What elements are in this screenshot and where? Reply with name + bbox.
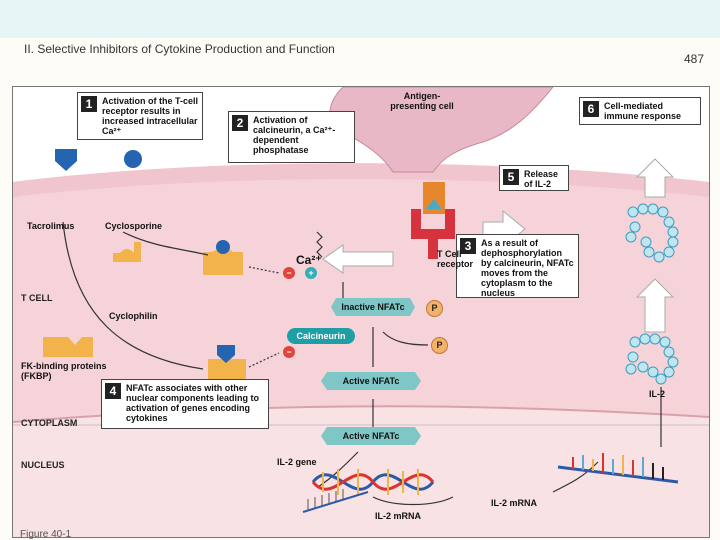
cyclophilin-protein [113,242,141,262]
dna-base-pairs [322,469,419,495]
antigen-peptide [426,199,442,209]
cyclosporine-label: Cyclosporine [105,221,163,231]
nucleus-label: NUCLEUS [21,460,65,470]
il2-label: IL-2 [649,389,666,399]
il2-mrna-label-1: IL-2 mRNA [375,511,422,521]
mrna-strand [302,489,369,513]
callout-number: 1 [81,96,97,112]
dna-helix [311,473,435,491]
callout-number: 4 [105,383,121,399]
block-arrow-ca [322,244,394,274]
phosphate-1: P [426,300,443,317]
active-nfatc-nucleus: Active NFATc [321,427,421,445]
svg-text:−: − [286,347,291,357]
callout-text: NFATc associates with other nuclear comp… [126,383,260,423]
phosphate-2: P [431,337,448,354]
inhibit-circle-2 [283,346,295,358]
svg-text:−: − [286,268,291,278]
calcium-signal-squiggle [316,231,323,258]
arrow-cyclosporine-cyclophilin [122,231,209,256]
cyclosporine-bound [216,240,230,254]
callout-number: 3 [460,238,476,254]
svg-text:+: + [308,268,313,278]
ribosome-mrna [557,453,679,484]
apc-label: Antigen-presenting cell [390,91,454,111]
callout-6: 6 Cell-mediated immune response [579,97,701,125]
il2-chain-translated [625,333,679,385]
page-number: 487 [683,52,704,66]
callout-5: 5 Release of IL-2 [499,165,569,191]
textbook-page: II. Selective Inhibitors of Cytokine Pro… [0,38,720,540]
tacrolimus-molecule [55,149,77,171]
page-header: II. Selective Inhibitors of Cytokine Pro… [24,42,335,56]
callout-3: 3 As a result of dephosphorylation by ca… [456,234,579,298]
callout-number: 5 [503,169,519,185]
cytoplasm-label: CYTOPLASM [21,418,78,428]
callout-1: 1 Activation of the T-cell receptor resu… [77,92,203,140]
arrow-p-release-1 [382,331,429,346]
fkbp-label: FK-binding proteins (FKBP) [21,361,107,381]
cyclophilin-bound [203,248,243,275]
callout-4: 4 NFATc associates with other nuclear co… [101,379,269,429]
fkbp-bound [208,359,246,381]
arrow-tacrolimus-fkbp [62,221,204,370]
arrow-mrna [372,496,454,506]
il2-gene-label: IL-2 gene [277,457,317,467]
figure-caption: Figure 40-1 [20,529,72,540]
cyclophilin-label: Cyclophilin [109,311,158,321]
inhibit-circle-1 [283,267,295,279]
callout-number: 2 [232,115,248,131]
t-cell-receptor-shape [411,209,455,259]
callout-2: 2 Activation of calcineurin, a Ca²⁺-depe… [228,111,355,163]
callout-number: 6 [583,101,599,117]
arrow-mrna-to-ribosome [552,461,599,493]
block-arrow-immune-2 [635,278,675,333]
calcium-label: Ca²⁺ [296,253,322,267]
t-cell-label: T CELL [21,293,53,303]
callout-text: Activation of calcineurin, a Ca²⁺-depend… [253,115,336,155]
tacrolimus-bound [217,345,235,363]
fkbp-protein [43,337,93,357]
cyclosporine-molecule [124,150,142,168]
block-arrow-immune-1 [635,158,675,198]
callout-text: Activation of the T-cell receptor result… [102,96,199,136]
callout-text: Cell-mediated immune response [604,101,682,121]
arrow-fkbp-inhibit [248,352,280,368]
callout-text: As a result of dephosphorylation by calc… [481,238,574,298]
mhc-molecule [423,182,445,214]
tacrolimus-label: Tacrolimus [27,221,75,231]
activate-circle [305,267,317,279]
il2-mrna-label-2: IL-2 mRNA [491,498,538,508]
active-nfatc-cytoplasm: Active NFATc [321,372,421,390]
arrow-cyclophilin-inhibit [248,266,280,274]
t-cell-receptor-label: T Cell receptor [437,249,474,269]
figure-frame: − − + [12,86,710,538]
nuclear-envelope [13,406,709,537]
callout-text: Release of IL-2 [524,169,559,189]
il2-chain-released [625,203,679,263]
inactive-nfatc: Inactive NFATc [331,298,415,316]
calcineurin: Calcineurin [287,328,355,344]
